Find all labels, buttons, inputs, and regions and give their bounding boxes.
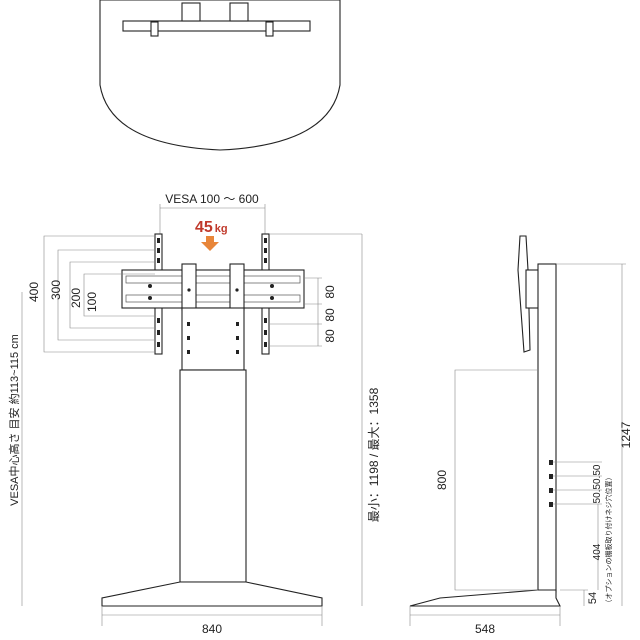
- mount-bracket-slot-top: [125, 275, 301, 284]
- vesa-dim-boxes: [43, 235, 155, 353]
- mount-bracket-post-right: [229, 263, 245, 311]
- pitch-dim-80-top: 80: [323, 285, 337, 299]
- side-height-800: 800: [435, 470, 449, 490]
- side-800-dim-box: [454, 369, 538, 591]
- mount-bracket-slot-bottom: [125, 294, 301, 303]
- side-depth-label: 548: [475, 622, 495, 636]
- top-view-outline: [99, 0, 341, 151]
- vesa-dim-300: 300: [49, 280, 63, 300]
- vesa-dim-100: 100: [85, 292, 99, 312]
- mount-bracket-post-left: [181, 263, 197, 311]
- top-view-tab-left: [150, 21, 159, 37]
- mount-bracket-holes: [148, 284, 274, 300]
- top-view-bracket-bar: [122, 20, 311, 32]
- vesa-dim-200: 200: [69, 288, 83, 308]
- vesa-dim-400: 400: [27, 282, 41, 302]
- side-pitch-50: 50.50.50: [592, 464, 603, 503]
- side-base-54: 54: [587, 592, 599, 604]
- column-holes: [187, 322, 239, 354]
- pitch-dim-80-mid: 80: [323, 308, 337, 322]
- side-base: [409, 589, 561, 607]
- top-view-bracket-post-right: [229, 2, 249, 22]
- side-option-404: 404: [592, 543, 603, 560]
- top-view: [99, 0, 341, 151]
- pitch-dim-lines: [269, 277, 322, 347]
- overall-height-label: 最小：1198 / 最大：1358: [367, 387, 381, 522]
- front-width-label: 840: [202, 622, 222, 636]
- column-upper: [181, 307, 245, 371]
- pitch-dim-80-bottom: 80: [323, 329, 337, 343]
- side-option-holes: [549, 460, 553, 507]
- load-arrow-icon: [201, 236, 219, 251]
- side-option-hole-leaders: [553, 461, 602, 505]
- side-view: 800 1247 50.50.50 404 （オプションの棚板取り付けネジ穴位置…: [409, 235, 633, 636]
- column-lower: [179, 369, 247, 583]
- top-view-tab-right: [265, 21, 274, 37]
- vesa-height-label: VESA中心高さ 目安 約113~115 cm: [7, 334, 21, 506]
- top-view-bracket-post-left: [181, 2, 201, 22]
- vesa-rail-holes: [157, 238, 267, 347]
- vesa-range-label: VESA 100 〜 600: [165, 192, 259, 206]
- side-height-1247: 1247: [619, 421, 633, 448]
- side-column: [537, 263, 557, 593]
- side-tv-panel: [517, 235, 531, 353]
- front-base: [101, 581, 323, 607]
- side-option-note: （オプションの棚板取り付けネジ穴位置）: [604, 474, 613, 607]
